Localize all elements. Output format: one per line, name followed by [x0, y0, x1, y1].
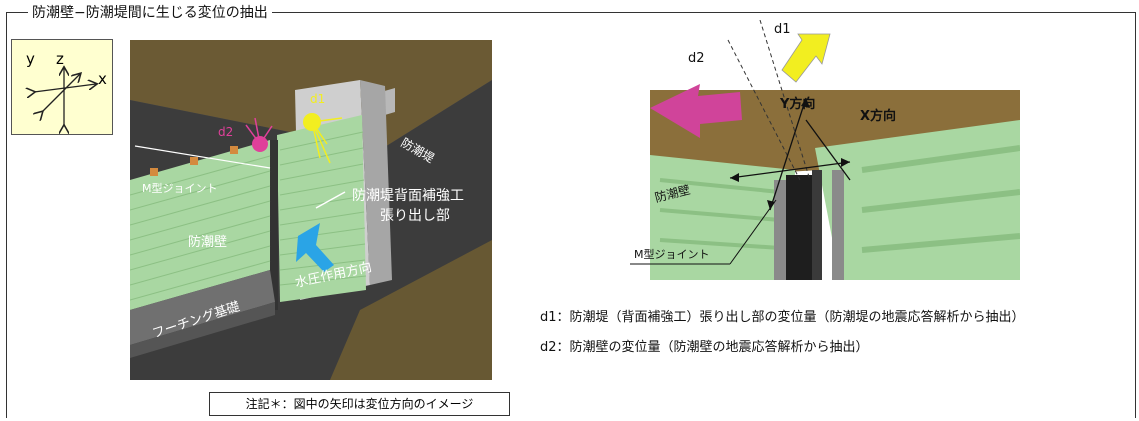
left-reinforce-label-2: 張り出し部: [380, 208, 450, 224]
note-box: 注記＊：図中の矢印は変位方向のイメージ: [209, 392, 510, 416]
right-y-dir-label: Y方向: [779, 96, 815, 112]
right-m-joint-label: M型ジョイント: [634, 247, 710, 261]
axis-x-label: x: [98, 70, 107, 88]
right-d2-label: d2: [688, 51, 705, 66]
description-d2: d2：防潮壁の変位量（防潮壁の地震応答解析から抽出）: [540, 340, 869, 355]
axis-y-label: y: [26, 50, 35, 68]
left-d2-label: d2: [218, 125, 233, 139]
left-d1-label: d1: [310, 92, 325, 106]
left-wall-label: 防潮壁: [188, 234, 227, 250]
left-m-joint-label: M型ジョイント: [142, 181, 218, 195]
description-d1: d1：防潮堤（背面補強工）張り出し部の変位量（防潮堤の地震応答解析から抽出）: [540, 310, 1025, 325]
figure-title: 防潮壁−防潮堤間に生じる変位の抽出: [28, 2, 272, 22]
axis-arrows-icon: [12, 40, 112, 134]
right-d1-label: d1: [774, 22, 791, 37]
right-x-dir-label: X方向: [860, 108, 896, 124]
left-reinforce-label-1: 防潮堤背面補強工: [352, 188, 464, 204]
figure-frame: [6, 12, 1136, 418]
axis-z-label: z: [56, 50, 64, 68]
axis-legend: y z x: [11, 39, 113, 135]
left-render-view: d2 d1 防潮堤 M型ジョイント 防潮壁 防潮堤背面補強工 張り出し部 水圧作…: [130, 40, 492, 380]
right-detail-view: d1 d2 Y方向 X方向 防潮壁 M型ジョイント: [630, 20, 1020, 280]
